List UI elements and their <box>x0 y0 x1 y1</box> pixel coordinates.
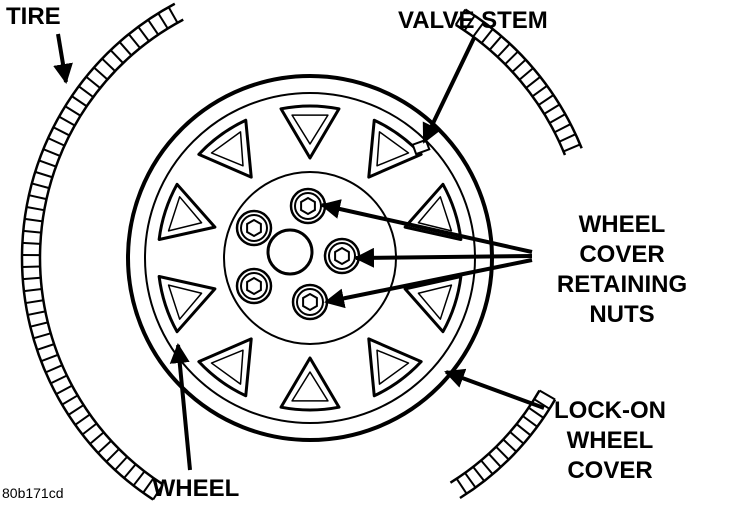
lock-on-cover-line-3: COVER <box>567 457 652 484</box>
valve-stem-label: VALVE STEM <box>398 7 548 34</box>
retaining-nuts-line-2: COVER <box>579 241 664 268</box>
figure-code: 80b171cd <box>2 485 64 501</box>
lock-on-cover-line-2: WHEEL <box>567 427 654 454</box>
tire-arrow <box>58 34 66 82</box>
lock-on-cover-arrow <box>446 372 544 408</box>
tire-label: TIRE <box>6 3 61 30</box>
wheel-label: WHEEL <box>153 475 240 502</box>
lock-on-cover-label: LOCK-ON WHEEL COVER <box>554 397 666 484</box>
nut-arrow-2 <box>356 256 532 258</box>
valve-stem-arrow <box>424 38 474 142</box>
retaining-nuts-line-1: WHEEL <box>579 211 666 238</box>
center-hole <box>268 230 312 274</box>
retaining-nuts-line-4: NUTS <box>589 301 654 328</box>
retaining-nuts-label: WHEEL COVER RETAINING NUTS <box>557 211 687 328</box>
lock-on-cover-line-1: LOCK-ON <box>554 397 666 424</box>
retaining-nuts-line-3: RETAINING <box>557 271 687 298</box>
